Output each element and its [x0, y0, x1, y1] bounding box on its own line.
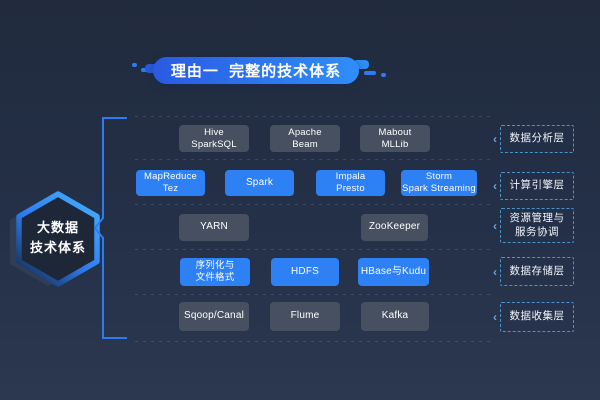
tech-box-mapreduce-tez: MapReduce Tez	[136, 170, 205, 196]
tech-box-kafka: Kafka	[361, 302, 429, 331]
layer-label-text: 资源管理与	[509, 211, 565, 224]
title-tab-right-icon	[353, 60, 369, 69]
row-separator	[135, 204, 493, 205]
layer-label-text: 数据分析层	[509, 132, 565, 145]
tech-box-flume: Flume	[270, 302, 340, 331]
tech-box-label: Hive	[204, 126, 224, 138]
chevron-left-icon: ‹	[493, 179, 498, 193]
tech-box-label: 文件格式	[195, 272, 235, 283]
tech-box-label: Tez	[162, 183, 179, 194]
tech-box-label: Flume	[290, 310, 320, 322]
hexagon-icon	[10, 191, 100, 287]
tech-box-zookeeper: ZooKeeper	[361, 214, 428, 241]
row-separator	[135, 294, 493, 295]
chevron-left-icon: ‹	[493, 132, 498, 146]
tech-box-mabout-mllib: Mabout MLLib	[360, 125, 430, 152]
tech-box-label: HDFS	[290, 265, 320, 277]
tech-box-sqoop-canal: Sqoop/Canal	[179, 302, 249, 331]
tech-box-yarn: YARN	[179, 214, 249, 241]
hexagon-shape	[16, 191, 100, 287]
tech-box-label: MapReduce	[143, 171, 198, 183]
slide-title: 理由一 完整的技术体系	[170, 63, 342, 80]
chevron-left-icon: ‹	[493, 218, 498, 233]
tech-box-label: Storm	[425, 171, 453, 183]
tech-box-apache-beam: Apache Beam	[270, 125, 340, 152]
layer-label-data-storage: ‹ 数据存储层	[493, 257, 574, 286]
tech-box-label: 序列化与	[195, 260, 235, 272]
tech-box-label: Impala	[335, 171, 366, 183]
slide-title-banner: 理由一 完整的技术体系	[153, 57, 359, 84]
tech-box-label: Spark	[245, 176, 274, 188]
tech-box-label: MLLib	[381, 138, 409, 150]
tech-box-hdfs: HDFS	[271, 258, 339, 286]
layer-label-text: 计算引擎层	[509, 179, 565, 192]
row-separator	[135, 159, 493, 160]
tech-box-label: Presto	[336, 183, 365, 194]
tech-box-storm-spark-streaming: Storm Spark Streaming	[401, 170, 477, 196]
tech-box-hbase-kudu: HBase与Kudu	[358, 258, 429, 286]
chevron-left-icon: ‹	[493, 264, 498, 279]
badge-text: 大数据 技术体系	[6, 186, 110, 290]
layer-label-data-collection: ‹ 数据收集层	[493, 302, 574, 332]
tech-box-label: Apache	[288, 126, 322, 138]
title-dot-right-icon	[381, 73, 386, 77]
badge-line1: 大数据	[36, 219, 79, 235]
chevron-left-icon: ‹	[493, 310, 498, 324]
tech-box-label: Kafka	[381, 310, 409, 322]
title-dash-right-icon	[364, 71, 376, 75]
tech-box-label: YARN	[200, 221, 228, 233]
tech-box-label: Sqoop/Canal	[183, 310, 245, 322]
brace-icon	[93, 117, 127, 339]
tech-box-impala-presto: Impala Presto	[316, 170, 385, 196]
title-dot-left-icon	[132, 63, 137, 67]
tech-box-spark: Spark	[225, 170, 294, 196]
tech-box-label: HBase与Kudu	[360, 265, 427, 277]
layer-label-text: 数据收集层	[509, 310, 565, 323]
layer-label-compute-engine: ‹ 计算引擎层	[493, 172, 574, 200]
tech-box-label: Beam	[292, 138, 318, 150]
tech-box-label: SparkSQL	[191, 138, 237, 150]
row-separator	[135, 249, 493, 250]
row-separator	[135, 116, 493, 117]
layer-label-text: 服务协调	[515, 225, 559, 238]
layer-label-resource-management: ‹ 资源管理与 服务协调	[493, 208, 574, 243]
layer-label-text: 数据存储层	[509, 264, 565, 277]
tech-box-label: Spark Streaming	[402, 183, 476, 194]
title-tab-left-icon	[145, 64, 159, 73]
tech-box-label: Mabout	[378, 126, 412, 138]
tech-box-serialization-format: 序列化与 文件格式	[180, 258, 250, 286]
tech-box-label: ZooKeeper	[368, 221, 421, 233]
layer-label-data-analysis: ‹ 数据分析层	[493, 125, 574, 153]
tech-box-hive-sparksql: Hive SparkSQL	[179, 125, 249, 152]
badge-line2: 技术体系	[29, 240, 86, 255]
big-data-badge: 大数据 技术体系	[6, 186, 110, 290]
row-separator	[135, 341, 493, 342]
